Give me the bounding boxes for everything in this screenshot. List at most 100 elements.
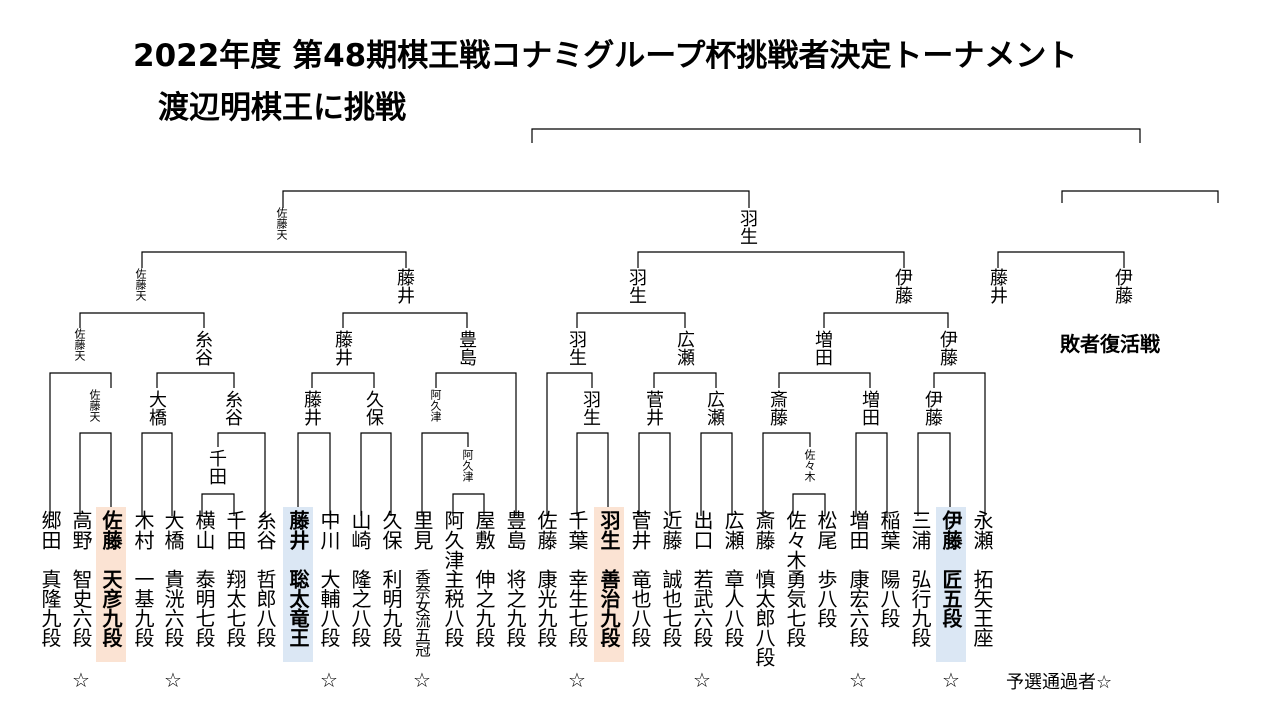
player-entry: 羽生善治九段	[594, 507, 624, 662]
player-given-name-rank: 天彦九段	[99, 569, 123, 647]
winner-label-r1-sasaki: 佐々木	[803, 449, 816, 482]
player-given-name-rank: 歩八段	[814, 569, 838, 628]
player-given-name-rank: 利明九段	[379, 569, 403, 647]
winner-label-r3-toyo: 豊島	[456, 330, 477, 366]
player-given-name-rank: 慎太郎八段	[752, 569, 776, 667]
winner-label-r3-fujii: 藤井	[332, 330, 353, 366]
player-name: 出口	[690, 510, 714, 550]
player-given-name-rank: 伸之九段	[472, 569, 496, 647]
loser-bracket-label: 敗者復活戦	[1060, 332, 1160, 356]
player-entry: 増田康宏六段	[843, 507, 873, 662]
qualifier-star-icon: ☆	[693, 668, 711, 692]
winner-label-r2-sato: 佐藤天	[88, 389, 101, 422]
player-name: 佐々木	[783, 510, 807, 570]
player-entry: 大橋貴洸六段	[158, 507, 188, 662]
player-name: 糸谷	[253, 510, 277, 550]
player-name: 佐藤	[99, 510, 123, 550]
winner-label-r4-ito: 伊藤	[892, 268, 913, 304]
winner-label-r2-akutsu: 阿久津	[429, 389, 442, 422]
player-entry: 近藤誠也七段	[656, 507, 686, 662]
player-given-name-rank: 将之九段	[503, 569, 527, 647]
player-entry: 郷田真隆九段	[35, 507, 65, 662]
player-given-name-rank: 善治九段	[597, 569, 621, 647]
player-given-name-rank: 幸生七段	[565, 569, 589, 647]
player-given-name-rank: 香奈女流五冠	[413, 569, 431, 656]
player-name: 大橋	[161, 510, 185, 550]
player-name: 佐藤	[534, 510, 558, 550]
player-entry: 永瀬拓矢王座	[967, 507, 997, 662]
player-entry: 糸谷哲郎八段	[250, 507, 280, 662]
player-entry: 千田翔太七段	[220, 507, 250, 662]
player-entry: 屋敷伸之九段	[469, 507, 499, 662]
player-entry: 伊藤匠五段	[936, 507, 966, 662]
player-given-name-rank: 貴洸六段	[161, 569, 185, 647]
player-given-name-rank: 勇気七段	[783, 569, 807, 647]
player-name: 千葉	[565, 510, 589, 550]
winner-label-r3-sato: 佐藤天	[73, 328, 86, 361]
player-name: 稲葉	[877, 510, 901, 550]
player-entry: 千葉幸生七段	[562, 507, 592, 662]
winner-label-r4-habu: 羽生	[626, 268, 647, 304]
player-entry: 佐々木勇気七段	[780, 507, 810, 662]
player-entry: 稲葉陽八段	[874, 507, 904, 662]
player-given-name-rank: 弘行九段	[908, 569, 932, 647]
player-name: 中川	[317, 510, 341, 550]
player-name: 藤井	[286, 510, 310, 550]
qualifier-note: 予選通過者☆	[1006, 672, 1113, 693]
page-title: 2022年度 第48期棋王戦コナミグループ杯挑戦者決定トーナメント	[133, 38, 1078, 74]
player-given-name-rank: 竜也八段	[628, 569, 652, 647]
player-given-name-rank: 聡太竜王	[286, 569, 310, 647]
player-name: 郷田	[38, 510, 62, 550]
winner-label-r1-senda: 千田	[206, 449, 227, 485]
qualifier-star-icon: ☆	[942, 668, 960, 692]
loser-label-ito: 伊藤	[1112, 268, 1133, 304]
player-entry: 斎藤慎太郎八段	[749, 507, 779, 667]
winner-label-r1-akutsu: 阿久津	[461, 449, 474, 482]
player-given-name-rank: 哲郎八段	[253, 569, 277, 647]
player-entry: 里見香奈女流五冠	[407, 507, 437, 662]
winner-label-r2-saito: 斎藤	[767, 390, 788, 426]
player-entry: 三浦弘行九段	[905, 507, 935, 662]
player-entry: 高野智史六段	[66, 507, 96, 662]
winner-label-r5-right: 羽生	[737, 209, 758, 245]
player-given-name-rank: 若武六段	[690, 569, 714, 647]
winner-label-r2-ito: 伊藤	[922, 390, 943, 426]
winner-label-r3-itoya: 糸谷	[192, 330, 213, 366]
winner-label-r2-masuda: 増田	[859, 390, 880, 426]
player-given-name-rank: 智史六段	[69, 569, 93, 647]
qualifier-star-icon: ☆	[568, 668, 586, 692]
player-entry: 出口若武六段	[687, 507, 717, 662]
player-given-name-rank: 康宏六段	[846, 569, 870, 647]
loser-label-fujii: 藤井	[987, 268, 1008, 304]
player-entry: 広瀬章人八段	[718, 507, 748, 662]
player-name: 三浦	[908, 510, 932, 550]
player-name: 久保	[379, 510, 403, 550]
player-name: 近藤	[659, 510, 683, 550]
winner-label-r4-sato: 佐藤天	[134, 268, 147, 301]
player-name: 阿久津	[441, 510, 465, 570]
winner-label-r2-fujii: 藤井	[301, 390, 322, 426]
qualifier-star-icon: ☆	[320, 668, 338, 692]
player-given-name-rank: 主税八段	[441, 569, 465, 647]
player-given-name-rank: 陽八段	[877, 569, 901, 628]
player-name: 千田	[223, 510, 247, 550]
player-entry: 久保利明九段	[376, 507, 406, 662]
winner-label-r3-masuda: 増田	[812, 330, 833, 366]
player-given-name-rank: 康光九段	[534, 569, 558, 647]
player-name: 羽生	[597, 510, 621, 550]
player-given-name-rank: 一基九段	[131, 569, 155, 647]
player-given-name-rank: 匠五段	[939, 569, 963, 628]
player-name: 横山	[192, 510, 216, 550]
player-given-name-rank: 章人八段	[721, 569, 745, 647]
winner-label-r3-habu: 羽生	[566, 330, 587, 366]
player-name: 里見	[410, 510, 434, 550]
winner-label-r3-hirose: 広瀬	[674, 330, 695, 366]
player-entry: 藤井聡太竜王	[283, 507, 313, 662]
player-name: 松尾	[814, 510, 838, 550]
player-entry: 佐藤天彦九段	[96, 507, 126, 662]
player-given-name-rank: 泰明七段	[192, 569, 216, 647]
player-entry: 佐藤康光九段	[531, 507, 561, 662]
player-name: 広瀬	[721, 510, 745, 550]
player-given-name-rank: 真隆九段	[38, 569, 62, 647]
